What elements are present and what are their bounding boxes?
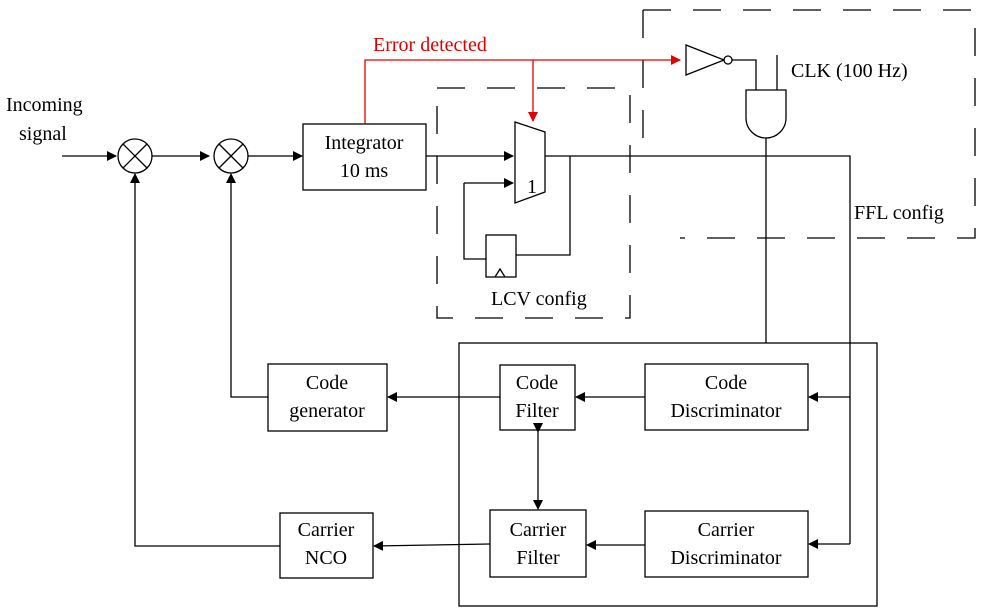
- carrier-mixer: [117, 138, 153, 174]
- integrator-label-line2: 10 ms: [340, 160, 389, 182]
- carrier-discriminator-block: [644, 510, 809, 578]
- carrier-nco-block: [279, 512, 374, 579]
- incoming-label-line2: signal: [19, 123, 67, 145]
- integrator-label-line1: Integrator: [325, 132, 404, 154]
- multiplexer: [514, 121, 546, 204]
- code-discriminator-label-line2: Discriminator: [670, 400, 781, 422]
- carrier-filter-to-nco-arrow: [373, 540, 491, 551]
- feedback-left-path: [463, 183, 486, 260]
- code-filter-label-line1: Code: [516, 372, 558, 394]
- lcv-config-label: LCV config: [491, 288, 587, 310]
- clk-label: CLK (100 Hz): [791, 60, 908, 82]
- code-filter-label-line2: Filter: [515, 400, 559, 422]
- carrier-filter-label-line2: Filter: [516, 547, 560, 569]
- and-gate: [745, 89, 787, 139]
- code-generator-block: [267, 363, 388, 432]
- code-mixer: [213, 138, 249, 174]
- carrier-nco-label-line2: NCO: [305, 547, 347, 569]
- carrier-filter-label-line1: Carrier: [510, 519, 567, 541]
- nco-to-mixer-arrow: [130, 173, 280, 547]
- integrator-block: [302, 123, 427, 191]
- code-generator-label-line1: Code: [306, 372, 348, 394]
- carrier-discriminator-label-line2: Discriminator: [670, 547, 781, 569]
- code-generator-to-mixer-arrow: [226, 173, 268, 398]
- mux-output-bus: [545, 155, 851, 544]
- register-output-path: [516, 156, 571, 256]
- ffl-config-label: FFL config: [854, 202, 944, 224]
- register-block: [485, 234, 517, 278]
- tracking-loop-box: [458, 342, 878, 607]
- mux-input-one-label: 1: [527, 176, 537, 198]
- error-detected-path: [364, 55, 681, 124]
- incoming-label-line1: Incoming: [6, 94, 83, 116]
- not-to-and-path: [732, 59, 757, 90]
- not-gate: [685, 44, 733, 76]
- error-detected-label: Error detected: [373, 34, 487, 56]
- code-discriminator-block: [644, 363, 809, 431]
- code-discriminator-label-line1: Code: [705, 372, 747, 394]
- carrier-nco-label-line1: Carrier: [298, 519, 355, 541]
- lcv-config-region: [436, 87, 631, 319]
- carrier-filter-block: [489, 509, 587, 578]
- register-clock-mark: [494, 267, 506, 278]
- code-generator-label-line2: generator: [289, 400, 365, 422]
- carrier-discriminator-label-line1: Carrier: [698, 519, 755, 541]
- ffl-config-region: [642, 9, 976, 239]
